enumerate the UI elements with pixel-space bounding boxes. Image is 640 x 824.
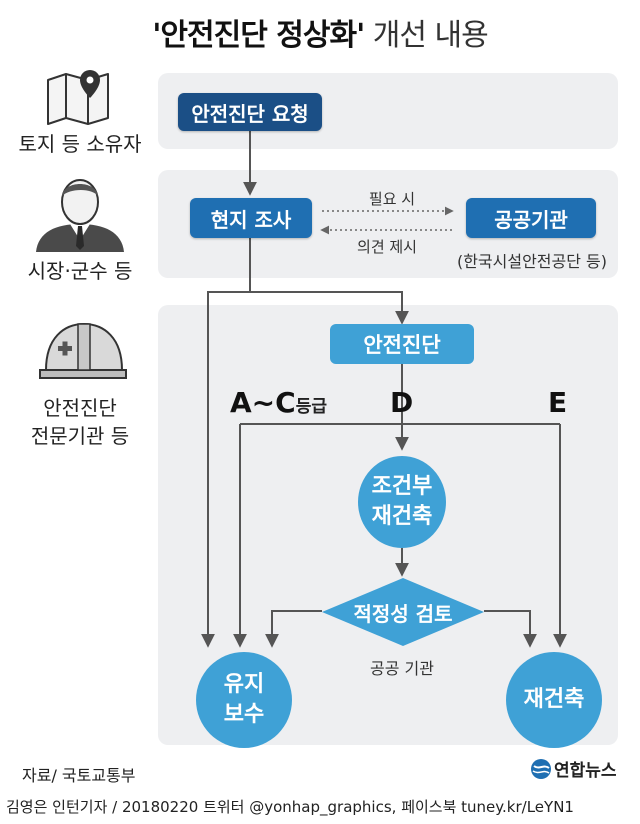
maintain-line2: 보수 — [223, 702, 265, 727]
source-label: 자료/ 국토교통부 — [22, 766, 136, 785]
role-mayor: 시장·군수 등 — [27, 259, 133, 283]
public-agency-note: (한국시설안전공단 등) — [456, 252, 608, 271]
maintain-line1: 유지 — [223, 672, 265, 697]
review-note: 공공 기관 — [370, 659, 434, 678]
edge-label-opinion: 의견 제시 — [357, 238, 417, 256]
role-expert: 안전진단 전문기관 등 — [10, 394, 150, 450]
node-safety-request: 안전진단 요청 — [178, 93, 322, 131]
grade-a-c: A~C등급 — [230, 386, 327, 419]
page-title: '안전진단 정상화' 개선 내용 — [0, 10, 640, 54]
grade-d: D — [390, 386, 414, 419]
edge-survey-split — [201, 238, 251, 648]
official-person-icon — [36, 179, 124, 252]
node-field-survey: 현지 조사 — [190, 198, 312, 238]
edge-survey-diagnosis — [250, 291, 409, 325]
node-review-label: 적정성 검토 — [353, 602, 453, 626]
role-expert-line2: 전문기관 등 — [30, 424, 130, 448]
credit-line: 김영은 인턴기자 / 20180220 트위터 @yonhap_graphics… — [6, 798, 574, 816]
yonhap-logo: 연합뉴스 — [530, 756, 617, 781]
grade-e: E — [548, 386, 568, 419]
title-bold: '안전진단 정상화' — [152, 18, 365, 53]
edge-label-when-needed: 필요 시 — [368, 190, 416, 208]
node-public-agency: 공공기관 — [466, 198, 596, 238]
map-pin-icon — [47, 70, 109, 125]
safety-helmet-icon — [39, 322, 127, 379]
node-safety-diagnosis: 안전진단 — [330, 324, 474, 364]
node-review-diamond — [322, 578, 484, 646]
yonhap-logo-text: 연합뉴스 — [554, 761, 617, 781]
yonhap-globe-icon — [531, 758, 551, 779]
cond-line2: 재건축 — [371, 504, 433, 529]
review-diamond-shape — [322, 578, 484, 646]
edge-review-rebuild — [484, 610, 537, 648]
role-land-owner: 토지 등 소유자 — [18, 132, 142, 156]
edge-review-maintain — [265, 610, 322, 648]
cond-line1: 조건부 — [371, 474, 433, 499]
grade-a-c-label: A~C — [230, 386, 296, 419]
title-light: 개선 내용 — [364, 18, 489, 53]
grade-a-c-suffix: 등급 — [295, 397, 327, 417]
node-maintenance: 유지 보수 — [196, 652, 292, 748]
node-rebuild: 재건축 — [506, 652, 602, 748]
node-conditional-rebuild: 조건부 재건축 — [358, 456, 446, 548]
role-expert-line1: 안전진단 — [43, 396, 117, 420]
